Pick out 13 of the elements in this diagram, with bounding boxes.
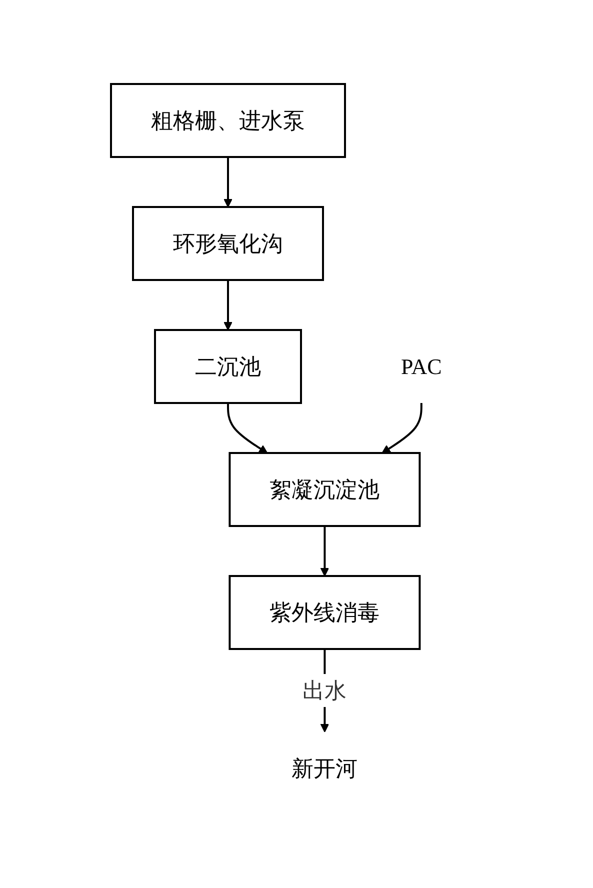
arrow [382,402,422,453]
node-box: 絮凝沉淀池 [228,452,421,526]
node-box: 环形氧化沟 [132,206,324,280]
arrow [320,526,330,576]
arrow [224,280,232,330]
node-text: PAC [401,354,442,378]
node-box: 粗格栅、进水泵 [110,82,346,158]
node-box: 二沉池 [154,328,302,404]
arrow [224,156,232,207]
node-text: 新开河 [292,756,358,780]
arrow [227,402,268,453]
edge-label: 出水 [302,678,347,702]
node-box: 紫外线消毒 [228,574,421,650]
